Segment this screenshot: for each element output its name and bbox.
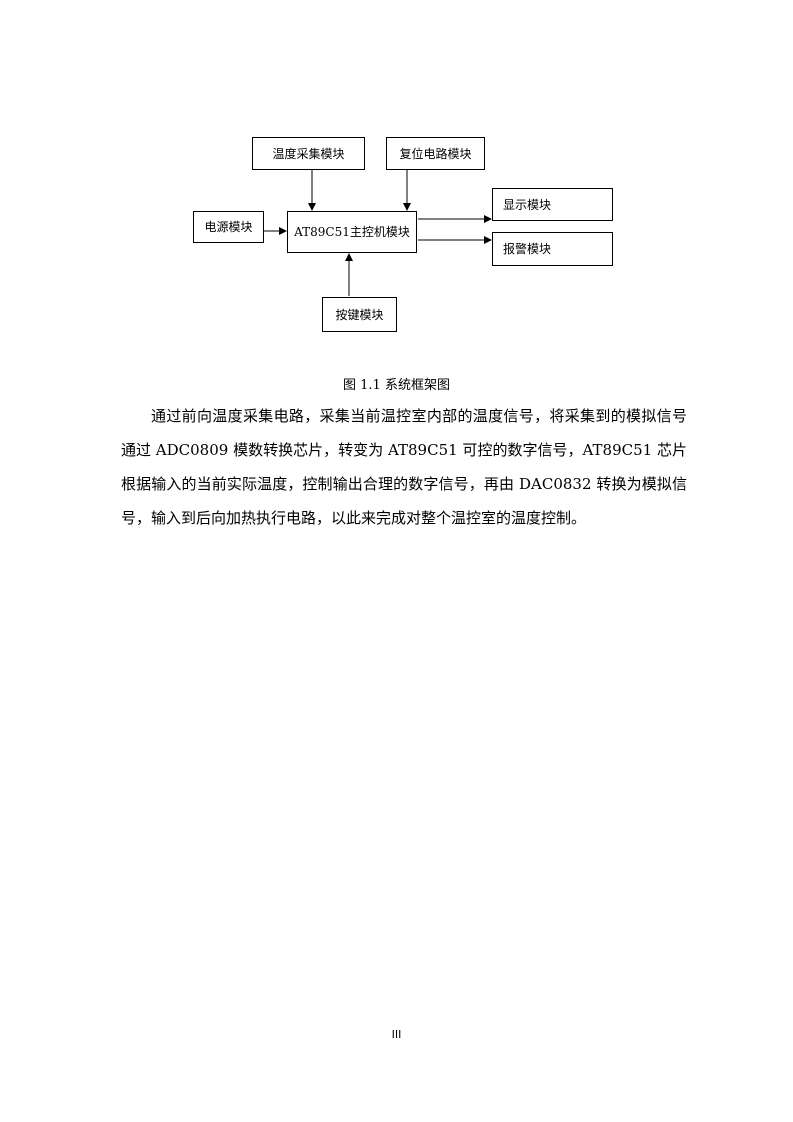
node-temp-acquisition: 温度采集模块 bbox=[252, 137, 365, 170]
node-mcu: AT89C51主控机模块 bbox=[287, 211, 417, 253]
node-power: 电源模块 bbox=[193, 211, 264, 243]
node-alarm: 报警模块 bbox=[492, 232, 613, 266]
body-paragraph: 通过前向温度采集电路，采集当前温控室内部的温度信号，将采集到的模拟信号通过 AD… bbox=[121, 407, 687, 527]
diagram-arrows bbox=[264, 170, 492, 296]
node-keys: 按键模块 bbox=[322, 297, 397, 332]
node-display: 显示模块 bbox=[492, 188, 613, 221]
page-number: III bbox=[391, 1028, 402, 1041]
node-reset-circuit: 复位电路模块 bbox=[386, 137, 485, 170]
figure-caption: 图 1.1 系统框架图 bbox=[343, 378, 450, 393]
